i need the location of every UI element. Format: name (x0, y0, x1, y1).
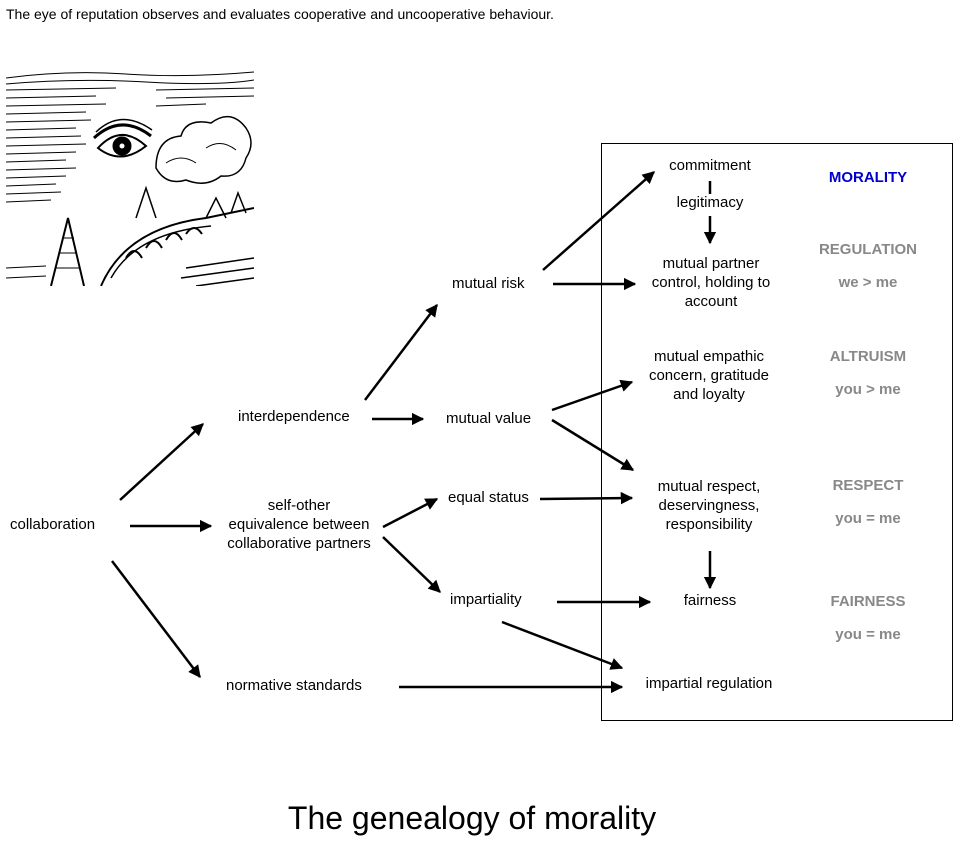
arrow-interdependence-risk (364, 304, 438, 401)
node-normative-standards: normative standards (226, 677, 362, 694)
arrow-collab-normative (111, 560, 201, 678)
node-equal-status: equal status (448, 489, 529, 506)
node-impartiality: impartiality (450, 591, 522, 608)
node-mutual-respect-line2: deservingness, (658, 497, 760, 514)
relation-altruism: you > me (835, 381, 901, 398)
morality-box (601, 143, 953, 721)
node-collaboration: collaboration (10, 516, 96, 533)
relation-regulation: we > me (838, 274, 898, 291)
node-mutual-empathic-line3: and loyalty (673, 386, 745, 403)
category-regulation: REGULATION (818, 241, 918, 258)
node-self-other-line1: self-other (267, 497, 331, 514)
category-respect: RESPECT (832, 477, 904, 494)
relation-respect: you = me (835, 510, 901, 527)
node-mutual-value: mutual value (446, 410, 532, 427)
relation-fairness: you = me (835, 626, 901, 643)
node-mutual-respect: mutual respect, deservingness, responsib… (634, 477, 784, 534)
node-self-other-line2: equivalence between (228, 516, 370, 533)
arrow-collab-interdependence (119, 423, 204, 501)
arrow-risk-commitment (542, 171, 655, 271)
node-mutual-respect-line3: responsibility (665, 516, 753, 533)
node-commitment: commitment (669, 157, 751, 174)
figure-caption: The eye of reputation observes and evalu… (6, 6, 554, 22)
node-mutual-empathic-line2: concern, gratitude (648, 367, 770, 384)
arrow-value-empathic (551, 379, 634, 412)
node-mutual-partner-control-line1: mutual partner (662, 255, 760, 272)
arrow-selfother-impartiality (382, 536, 441, 593)
category-fairness: FAIRNESS (830, 593, 906, 610)
arrow-impartiality-regulation (501, 620, 624, 670)
node-legitimacy: legitimacy (676, 194, 744, 211)
node-mutual-partner-control: mutual partner control, holding to accou… (636, 254, 786, 311)
node-self-other: self-other equivalence between collabora… (218, 496, 380, 553)
category-morality: MORALITY (828, 169, 908, 186)
node-mutual-risk: mutual risk (452, 275, 525, 292)
eye-of-reputation-engraving-icon (6, 68, 254, 286)
node-mutual-partner-control-line3: account (684, 293, 738, 310)
arrow-selfother-status (382, 497, 439, 529)
node-impartial-regulation: impartial regulation (645, 675, 773, 692)
node-fairness: fairness (683, 592, 737, 609)
arrow-value-respect (551, 418, 635, 472)
node-mutual-respect-line1: mutual respect, (657, 478, 761, 495)
arrow-status-respect (539, 491, 634, 505)
node-interdependence: interdependence (238, 408, 350, 425)
node-mutual-empathic-line1: mutual empathic (653, 348, 765, 365)
category-altruism: ALTRUISM (829, 348, 907, 365)
node-mutual-empathic: mutual empathic concern, gratitude and l… (634, 347, 784, 404)
node-mutual-partner-control-line2: control, holding to (651, 274, 771, 291)
diagram-title: The genealogy of morality (287, 800, 657, 836)
node-self-other-line3: collaborative partners (227, 535, 371, 552)
